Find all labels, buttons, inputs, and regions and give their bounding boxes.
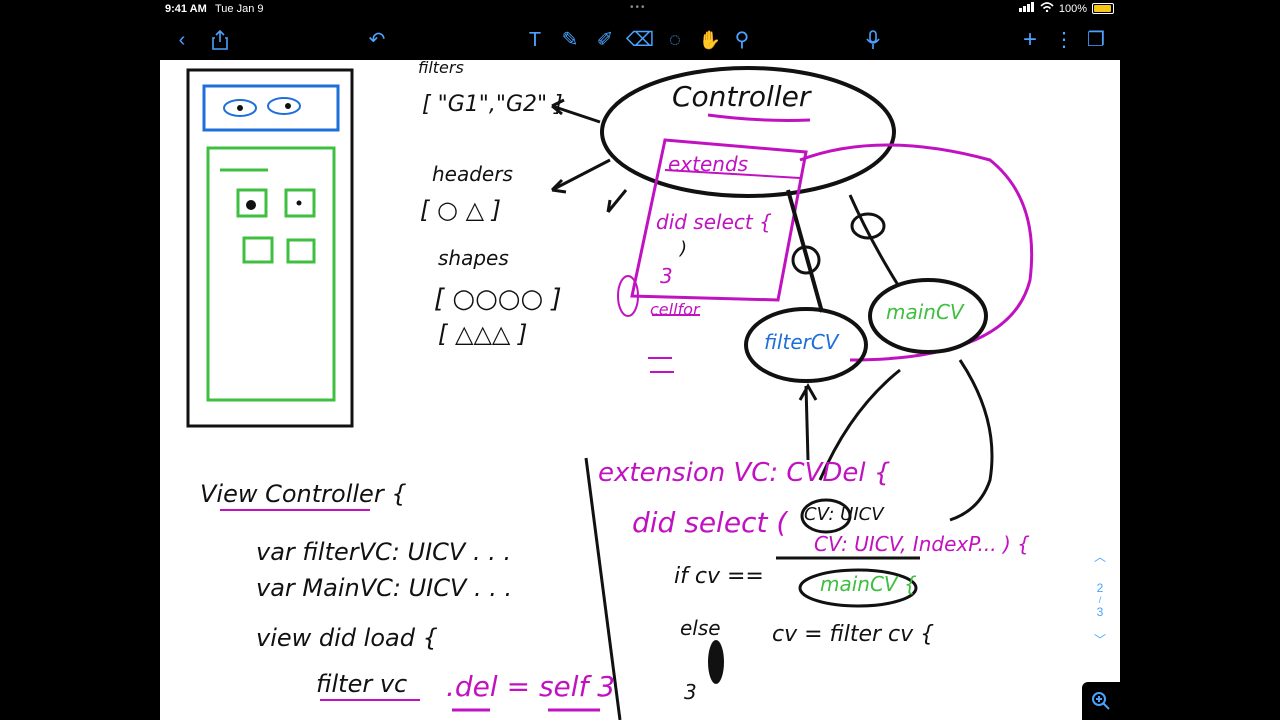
note-main-cv-2: mainCV { xyxy=(820,572,917,596)
note-extension: extension VC: CVDel { xyxy=(598,458,891,488)
ink-drawing xyxy=(186,66,1034,720)
note-var-main: var MainVC: UICV . . . xyxy=(256,574,513,602)
eraser-icon[interactable]: ⌫ xyxy=(625,29,655,51)
status-time: 9:41 AM xyxy=(165,3,207,15)
zoom-icon[interactable] xyxy=(1082,682,1120,720)
lasso-icon[interactable]: ◌ xyxy=(669,29,681,51)
signal-icon xyxy=(1018,2,1035,15)
note-canvas[interactable]: filters [ "G1","G2" ] headers [ ○ △ ] sh… xyxy=(160,60,1120,720)
page-down-icon[interactable]: ﹀ xyxy=(1093,633,1106,647)
status-bar: 9:41 AM Tue Jan 9 ••• 100% xyxy=(0,0,1280,18)
pages-icon[interactable]: ❐ xyxy=(1087,29,1105,51)
multitasking-dots[interactable]: ••• xyxy=(630,2,647,13)
status-right: 100% xyxy=(1018,2,1114,15)
note-filter-del: filter vc xyxy=(316,670,408,698)
magnify-icon[interactable]: ⚲ xyxy=(734,29,750,51)
note-did-select-2: did select ( xyxy=(632,506,788,539)
note-extends: extends xyxy=(668,152,749,176)
note-close-three: 3 xyxy=(684,680,697,704)
note-close-brace: 3 xyxy=(660,264,673,288)
wifi-icon xyxy=(1040,2,1054,15)
note-filter-cv: filterCV xyxy=(764,330,839,354)
text-tool-icon[interactable]: T xyxy=(528,29,542,51)
battery-icon xyxy=(1092,3,1114,14)
toolbar: ‹ ↶ T ✎ ✐ ⌫ ◌ ✋ ⚲ + ⋮ ❐ xyxy=(160,20,1120,60)
note-filters-list: [ "G1","G2" ] xyxy=(422,92,563,117)
share-icon[interactable] xyxy=(208,28,232,52)
note-view-did-load: view did load { xyxy=(256,624,438,652)
battery-percent: 100% xyxy=(1058,2,1087,15)
page-indicator: ︿ 2 / 3 ﹀ xyxy=(1090,548,1110,658)
page-total: 3 xyxy=(1096,605,1104,619)
back-icon[interactable]: ‹ xyxy=(178,29,186,51)
note-cellfor: cellfor xyxy=(650,300,700,319)
note-if-cv: if cv == xyxy=(674,564,764,589)
note-cv-filter: cv = filter cv { xyxy=(772,622,935,647)
highlighter-icon[interactable]: ✐ xyxy=(596,29,614,51)
note-del-self: .del = self 3 xyxy=(446,670,616,703)
add-icon[interactable]: + xyxy=(1022,26,1037,53)
note-headers: headers xyxy=(432,162,513,186)
page-separator: / xyxy=(1098,595,1102,605)
note-shapes-row1: [ ○○○○ ] xyxy=(434,284,562,314)
note-filters: filters xyxy=(418,60,464,77)
note-controller: Controller xyxy=(672,80,811,113)
note-shapes-row2: [ △△△ ] xyxy=(438,320,528,348)
more-icon[interactable]: ⋮ xyxy=(1054,29,1074,51)
note-var-filter: var filterVC: UICV . . . xyxy=(256,538,512,566)
note-did-select: did select { xyxy=(656,210,772,234)
note-headers-list: [ ○ △ ] xyxy=(420,196,502,224)
note-shapes: shapes xyxy=(438,246,509,270)
microphone-icon[interactable] xyxy=(861,28,885,52)
note-view-controller: View Controller { xyxy=(200,480,407,508)
pencil-icon[interactable]: ✎ xyxy=(561,29,579,51)
page-up-icon[interactable]: ︿ xyxy=(1093,550,1106,564)
note-cv-param: CV: UICV xyxy=(804,504,884,525)
note-else: else xyxy=(680,616,721,640)
page-current: 2 xyxy=(1096,581,1104,595)
status-date: Tue Jan 9 xyxy=(215,3,264,15)
hand-tool-icon[interactable]: ✋ xyxy=(698,30,722,50)
note-close-paren: ) xyxy=(680,238,688,259)
note-cv-param-2: CV: UICV, IndexP... ) { xyxy=(814,532,1030,556)
undo-icon[interactable]: ↶ xyxy=(368,29,386,51)
note-main-cv: mainCV xyxy=(886,300,964,324)
